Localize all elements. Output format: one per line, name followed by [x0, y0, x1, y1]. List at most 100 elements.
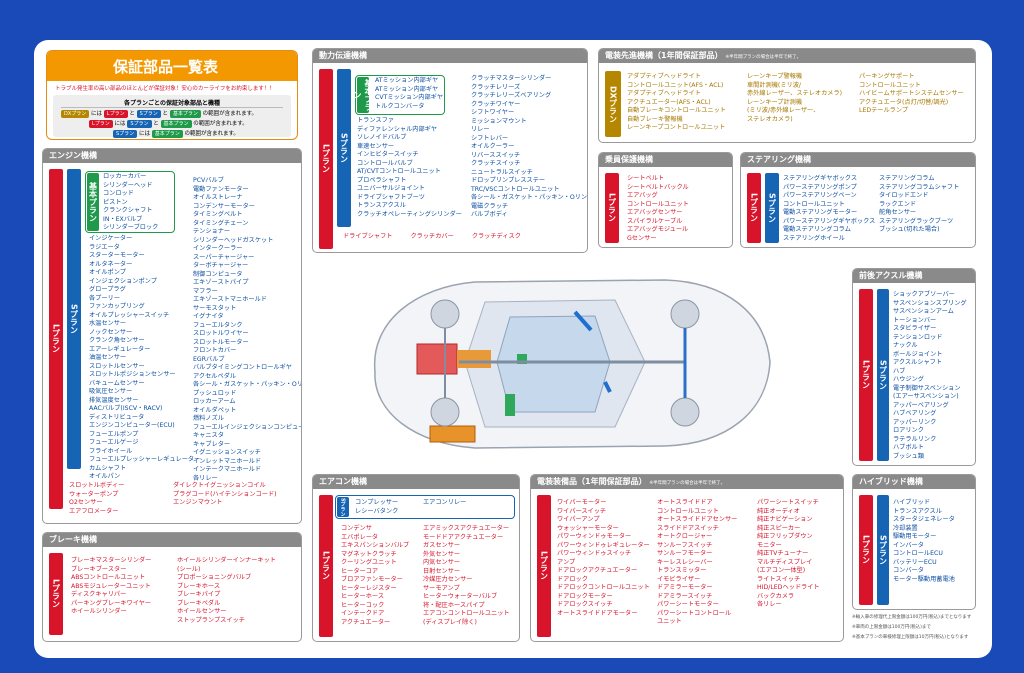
power-title: 動力伝達機構 — [313, 49, 587, 63]
engine-s-plan-label: Sプラン — [67, 169, 81, 469]
part-item: アクスルシャフト — [893, 359, 943, 366]
part-item: クラッチスイッチ — [471, 160, 521, 167]
occupant-title: 乗員保護機構 — [599, 153, 732, 167]
legend-text: の範囲が含まれます。 — [202, 111, 258, 117]
part-item: 赤外線レーザー、ステレオカメラ) — [747, 90, 843, 97]
part-item: パワーステアリングポンプ — [783, 183, 857, 191]
part-item: ユニバーサルジョイント — [357, 185, 425, 192]
part-item: スタビライザー — [893, 325, 937, 332]
part-item: トーションバー — [893, 316, 937, 324]
part-item: クラッチディスク — [471, 233, 521, 240]
part-item: ラックエンド — [879, 200, 917, 208]
part-item: 電動ステアリングコラム — [783, 226, 851, 233]
part-item: イグニッションスイッチ — [193, 449, 261, 456]
part-item: 各リレー — [757, 601, 782, 608]
part-item: ヒーターレジスター — [341, 584, 397, 592]
part-item: パーキングブレーキワイヤー — [71, 599, 152, 607]
part-item: パワーウィンドゥモーター — [557, 533, 632, 540]
part-item: サンルーフスイッチ — [657, 541, 713, 549]
part-item: ボールジョイント — [893, 350, 943, 358]
part-item: エアコンリレー — [423, 499, 467, 506]
part-item: ソレノイドバルブ — [357, 134, 407, 141]
part-item: 自動ブレーキコントロールユニット — [627, 107, 726, 114]
power-basic-box — [355, 75, 445, 115]
pill-s: Sプラン — [113, 130, 138, 138]
part-item: コントロールバルブ — [357, 159, 413, 167]
part-item: エキスパンションバルブ — [341, 542, 410, 549]
part-item: エアーレギュレーター — [89, 345, 151, 353]
aircon-l-plan-label: Lプラン — [319, 495, 333, 637]
part-item: Gセンサー — [627, 234, 657, 242]
part-item: エキゾーストマニホールド — [193, 296, 267, 303]
part-item: ニュートラルスイッチ — [471, 168, 533, 176]
part-item: インヒビタースイッチ — [357, 151, 419, 158]
part-item: 電磁クラッチ — [471, 202, 509, 210]
part-item: ステレオカメラ) — [747, 115, 793, 123]
part-item: エキゾーストパイプ — [193, 279, 249, 286]
part-item: HID/LEDヘッドライト — [757, 584, 820, 591]
part-item: バルブタイミングコントロールギヤ — [193, 364, 292, 371]
part-item: ドアロック — [557, 575, 588, 583]
part-item: トランスファ — [357, 117, 395, 124]
part-item: ディストリビュータ — [89, 413, 145, 421]
part-item: コントロールユニット — [859, 81, 921, 89]
car-illustration — [373, 279, 771, 449]
power-s-list-1: トランスファディファレンシャル内部ギヤソレノイドバルブ車速センサーインヒビタース… — [357, 117, 462, 219]
part-item: キーレスレシーバー — [657, 558, 713, 566]
part-item: 純正フリップダウン — [757, 533, 813, 540]
part-item: タイミングチェーン — [193, 219, 249, 227]
part-item: ピストン — [103, 198, 128, 206]
transmission — [457, 350, 491, 368]
engine-l-plan-label: Lプラン — [49, 169, 63, 509]
part-item: ブッシュ(切れた場合) — [879, 226, 940, 233]
axle-list: ショックアブソーバーサスペンションスプリングサスペンションアームトーションバース… — [893, 291, 967, 461]
part-item: 駆動用モーター — [893, 533, 937, 540]
part-item: グロープラグ — [89, 286, 126, 293]
part-item: ハウジング — [893, 376, 924, 383]
dx-section: 電装先進機構（1年間保証部品） ※半年間プランの場合は半年で終了。 DXプラン … — [598, 48, 976, 143]
footnote-1: ※輸入車の修理代上限金額は100万円(税込)までとなります — [852, 615, 972, 620]
part-item: コンプレッサー — [355, 499, 399, 506]
part-item: ライトスイッチ — [757, 575, 801, 583]
part-item: 水温センサー — [89, 320, 127, 327]
part-item: パワーウィンドゥスイッチ — [557, 550, 632, 557]
part-item: ヒーターウォーターバルブ — [423, 593, 498, 600]
legend-text: の範囲が含まれます。 — [184, 131, 239, 137]
part-item: インタークーラー — [193, 245, 243, 252]
part-item: スロットルモーター — [193, 338, 249, 346]
part-item: 燃料ノズル — [193, 415, 224, 422]
aircon-s-list-1: コンプレッサーレシーバタンク — [355, 499, 398, 516]
pill-basic: 基本プラン — [169, 110, 201, 118]
part-item: IN・EXバルブ — [103, 215, 143, 223]
part-item: アクセルペダル — [193, 372, 237, 380]
hybrid-list: ハイブリッドトランスアクスルスタータジェネレータ冷却装置駆動用モーターインバータ… — [893, 499, 955, 584]
part-item: レーンキープ計測機 — [747, 98, 803, 106]
part-item: サンルーフモーター — [657, 550, 713, 557]
part-item: ABSコントロールユニット — [71, 574, 146, 581]
part-item: パワーシートスイッチ — [757, 499, 819, 506]
part-item: モニター — [757, 541, 782, 549]
part-item: バックカメラ — [757, 592, 795, 600]
part-item: 純正TVチューナー — [757, 550, 809, 557]
part-item: マグネットクラッチ — [341, 550, 397, 558]
part-item: ドロップリンプレスステー — [471, 177, 546, 184]
occupant-list: シートベルトシートベルトバックルエアバッグコントロールユニットエアバッグセンサー… — [627, 175, 689, 243]
part-item: シフトワイヤー — [471, 109, 515, 116]
part-item: 内気センサー — [423, 559, 461, 566]
part-item: シリンダーヘッド — [103, 181, 153, 189]
part-item: オイルプレッシャースイッチ — [89, 311, 170, 319]
part-item: レシーバタンク — [355, 507, 399, 515]
pill-s: Sプラン — [136, 110, 161, 118]
dx-title: 電装先進機構（1年間保証部品） ※半年間プランの場合は半年で終了。 — [599, 49, 975, 63]
part-item: フューエルインジェクションコンピュータ — [193, 423, 302, 431]
part-item: インテークマニホールド — [193, 466, 262, 473]
part-item: オイルパン — [89, 473, 121, 480]
hybrid-s-plan-label: Sプラン — [877, 495, 889, 605]
part-item: ロッカーアーム — [193, 398, 236, 405]
part-item: プロペラシャフト — [357, 176, 407, 184]
aircon-s-plan-label: Sプラン — [337, 497, 349, 517]
part-item: (エアコン一体型) — [757, 567, 806, 574]
brake-title: ブレーキ機構 — [43, 533, 301, 547]
part-item: アッパーリンク — [893, 418, 937, 426]
